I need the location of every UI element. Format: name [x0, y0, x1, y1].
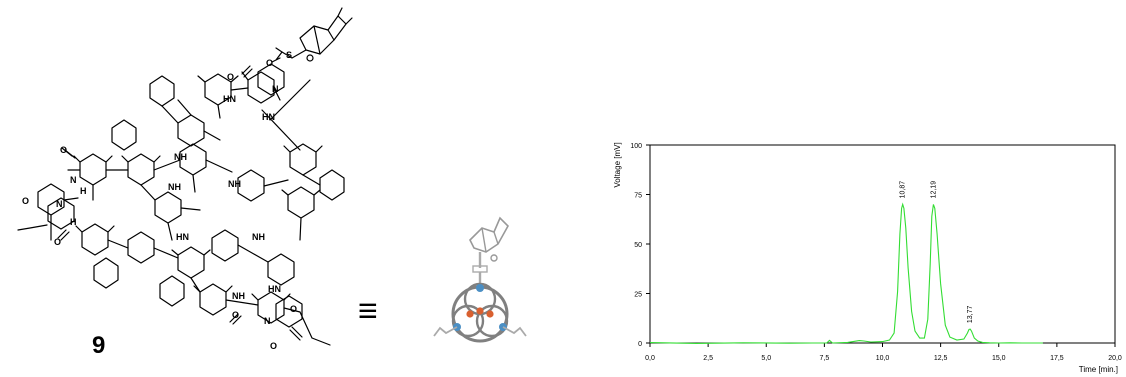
atom-label: O [232, 310, 239, 320]
x-tick-label: 0,0 [645, 355, 655, 362]
y-tick-label: 75 [634, 193, 642, 200]
atom-label: HN [268, 284, 281, 294]
x-tick-label: 20,0 [1108, 355, 1122, 362]
atom-label: N [264, 316, 271, 326]
peak-label: 12,19 [930, 181, 937, 199]
atom-label: O [60, 145, 67, 155]
x-tick-label: 12,5 [934, 355, 948, 362]
y-tick-label: 0 [638, 341, 642, 348]
atom-label: HN [262, 112, 275, 122]
plot-frame [649, 144, 1116, 344]
chromatogram-trace [649, 202, 1043, 344]
peak-labels: 10,87 12,19 13,77 [900, 181, 974, 323]
chromatogram-chart: 0 25 50 75 100 0,0 2,5 5,0 7,5 10,0 12,5 15,0 17,5 2… [613, 142, 1122, 374]
atom-label: O [22, 196, 29, 206]
atom-label: S [286, 50, 292, 60]
atom-label: NH [168, 182, 181, 192]
x-tick-label: 15,0 [992, 355, 1006, 362]
y-axis-label: Voltage [mV] [613, 142, 622, 187]
atom-label: NH [232, 291, 245, 301]
molecule-atom-labels: HN HN N H N H NH NH NH HN NH HN NH S O O… [22, 50, 297, 351]
atom-label: O [290, 304, 297, 314]
peak-label: 13,77 [967, 306, 974, 324]
atom-label: O [270, 341, 277, 351]
x-tick-label: 5,0 [761, 355, 771, 362]
atom-label: N [70, 175, 77, 185]
peak-label: 10,87 [900, 181, 907, 199]
y-tick-label: 25 [634, 292, 642, 299]
x-axis-ticks: 0,0 2,5 5,0 7,5 10,0 12,5 15,0 17,5 20,0 [645, 343, 1122, 362]
atom-label: NH [252, 232, 265, 242]
y-tick-label: 100 [630, 143, 642, 150]
atom-label: N [56, 199, 63, 209]
atom-label: HN [223, 94, 236, 104]
atom-label: NH [228, 179, 241, 189]
compound-number: 9 [92, 332, 105, 359]
y-tick-label: 50 [634, 242, 642, 249]
atom-label: H [70, 217, 77, 227]
equivalence-sign: ≡ [358, 292, 378, 330]
x-axis-label: Time [min.] [1079, 365, 1118, 374]
x-tick-label: 7,5 [820, 355, 830, 362]
atom-label: NH [174, 152, 187, 162]
x-tick-label: 17,5 [1050, 355, 1064, 362]
atom-label: N [272, 84, 279, 94]
atom-label: O [227, 72, 234, 82]
atom-label: H [80, 186, 87, 196]
atom-label: O [54, 237, 61, 247]
molecule-structure-drawing [17, 7, 353, 346]
atom-label: HN [176, 232, 189, 242]
atom-label: O [266, 58, 273, 68]
x-tick-label: 10,0 [876, 355, 890, 362]
compound-schematic-icon [433, 216, 527, 343]
x-tick-label: 2,5 [703, 355, 713, 362]
y-axis-ticks: 0 25 50 75 100 [630, 143, 650, 348]
